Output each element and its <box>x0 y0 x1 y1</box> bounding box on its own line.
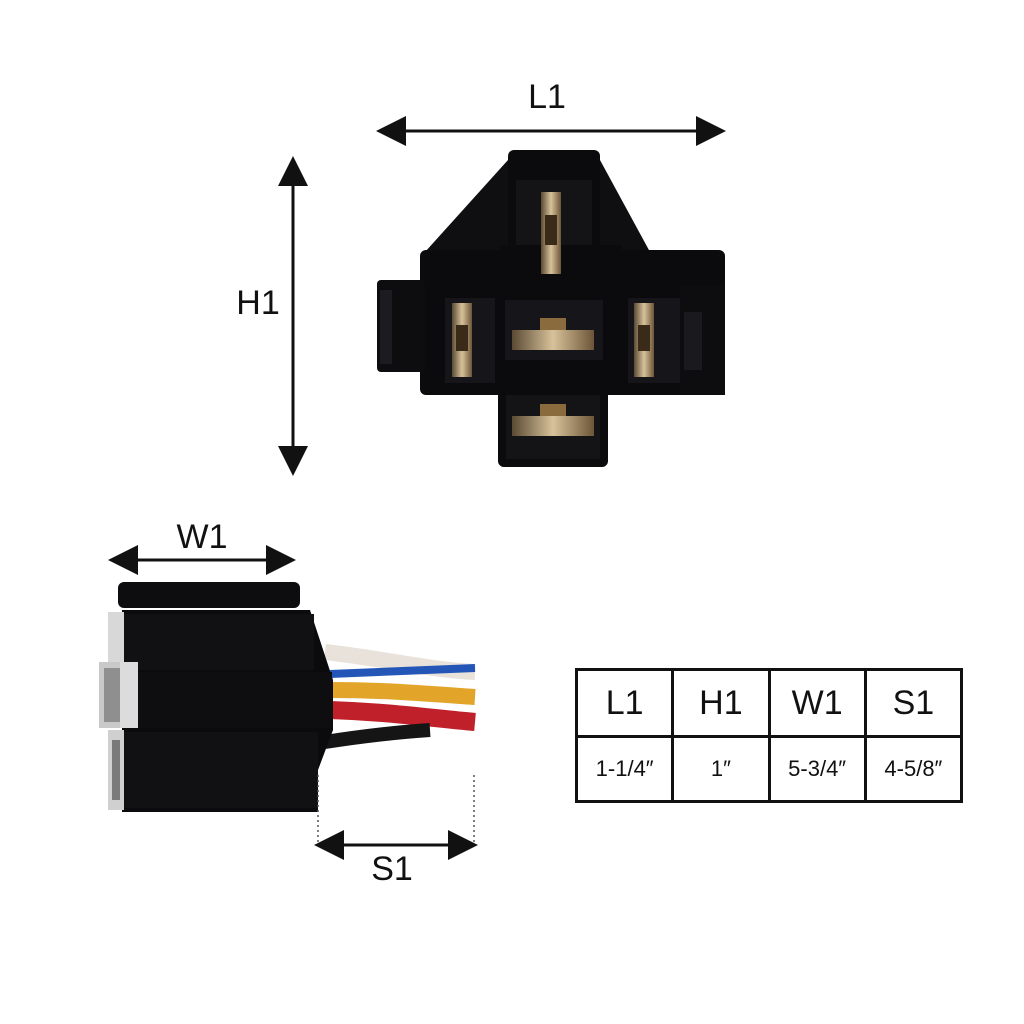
terminal-right <box>634 303 654 377</box>
spec-header-l1: L1 <box>574 668 675 738</box>
spec-header-s1: S1 <box>863 668 964 738</box>
spec-table-header-row: L1 H1 W1 S1 <box>574 668 964 738</box>
spec-value-w1: 5-3/4″ <box>767 735 867 803</box>
w1-label: W1 <box>177 518 228 556</box>
s1-dimension: S1 <box>314 775 478 888</box>
spec-value-s1: 4-5/8″ <box>863 735 964 803</box>
terminal-bottom <box>512 404 594 436</box>
terminal-top <box>541 192 561 274</box>
spec-table-value-row: 1-1/4″ 1″ 5-3/4″ 4-5/8″ <box>574 735 964 803</box>
h1-label: H1 <box>236 284 279 322</box>
wire-bundle <box>323 644 476 749</box>
spec-value-l1: 1-1/4″ <box>574 735 675 803</box>
spec-value-h1: 1″ <box>671 735 771 803</box>
spec-header-h1: H1 <box>671 668 771 738</box>
w1-dimension: W1 <box>108 518 296 575</box>
relay-socket-front-view <box>377 150 725 467</box>
relay-socket-side-view <box>99 582 476 812</box>
h1-dimension: H1 <box>236 156 308 476</box>
dimension-spec-table: L1 H1 W1 S1 1-1/4″ 1″ 5-3/4″ 4-5/8″ <box>574 668 964 803</box>
terminal-center <box>512 318 594 350</box>
spec-header-w1: W1 <box>767 668 867 738</box>
terminal-left <box>452 303 472 377</box>
l1-label: L1 <box>528 78 566 116</box>
l1-dimension: L1 <box>376 78 726 146</box>
s1-label: S1 <box>371 850 413 888</box>
